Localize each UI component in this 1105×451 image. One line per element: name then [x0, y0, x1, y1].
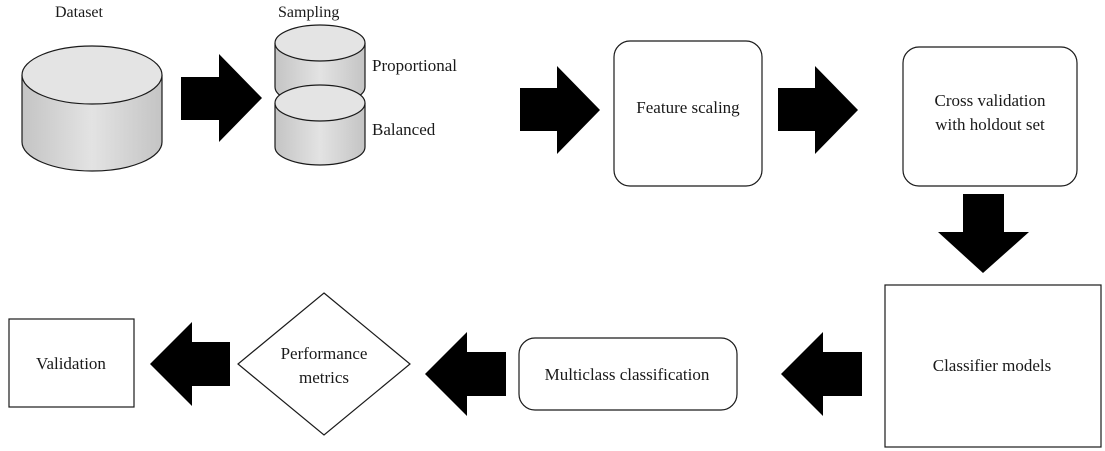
- feature-scaling-label: Feature scaling: [636, 98, 740, 117]
- multiclass-classification-box: [518, 337, 738, 411]
- classifier-models-label: Classifier models: [933, 356, 1052, 375]
- performance-metrics-label-line1: Performance: [281, 344, 368, 363]
- classifier-models-box: [884, 284, 1102, 448]
- cross-validation-label-line2: with holdout set: [935, 115, 1045, 134]
- dataset-cylinder-icon: [21, 45, 163, 172]
- arrow-classifier-to-multiclass: [781, 332, 862, 416]
- validation-box: [8, 318, 135, 408]
- sampling-label: Sampling: [278, 4, 339, 21]
- validation-label: Validation: [36, 354, 106, 373]
- cross-validation-label-line1: Cross validation: [935, 91, 1046, 110]
- arrow-dataset-to-sampling: [181, 54, 262, 142]
- performance-metrics-diamond: [237, 292, 411, 436]
- proportional-label: Proportional: [372, 56, 457, 75]
- feature-scaling-box: [613, 40, 763, 187]
- multiclass-classification-label: Multiclass classification: [545, 365, 710, 384]
- arrow-sampling-to-feature-scaling: [520, 66, 600, 154]
- performance-metrics-label-line2: metrics: [299, 368, 349, 387]
- arrow-performance-to-validation: [150, 322, 230, 406]
- balanced-cylinder-icon: [274, 84, 366, 166]
- cross-validation-box: [902, 46, 1078, 187]
- dataset-label: Dataset: [55, 4, 104, 21]
- balanced-label: Balanced: [372, 120, 436, 139]
- arrow-cross-validation-to-classifier-models: [938, 194, 1029, 273]
- arrow-feature-scaling-to-cross-validation: [778, 66, 858, 154]
- arrow-multiclass-to-performance: [425, 332, 506, 416]
